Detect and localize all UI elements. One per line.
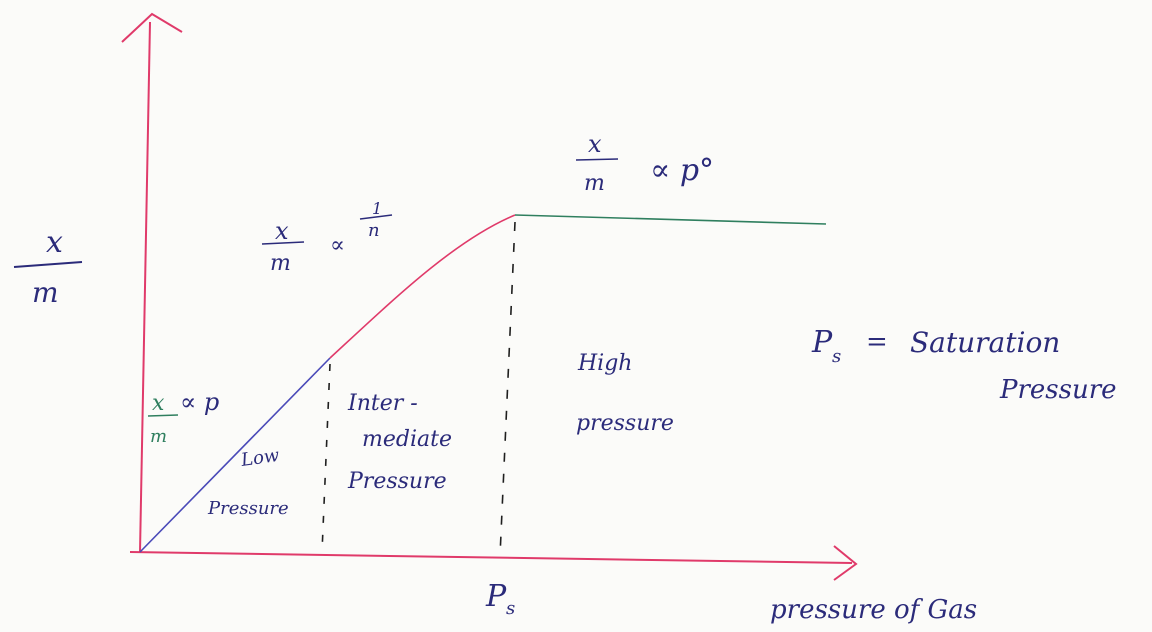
- x-axis-arrow: [833, 545, 858, 581]
- legend-equals: =: [866, 327, 888, 357]
- legend-line2: Pressure: [999, 375, 1117, 405]
- mid-relation-den: m: [270, 251, 291, 276]
- low-relation-bar: [147, 414, 179, 417]
- mid-relation-exp-bar: [359, 214, 393, 220]
- ps-tick-label-sub: s: [506, 598, 515, 619]
- low-pressure-line: [139, 357, 331, 553]
- mid-relation-alpha: ∝: [330, 233, 345, 258]
- region-intermediate-line1: Inter -: [347, 391, 418, 416]
- region-high-line1: High: [577, 351, 632, 376]
- region-low-line1: Low: [239, 445, 281, 471]
- high-relation-num: x: [588, 130, 602, 158]
- high-relation-bar: [575, 158, 619, 161]
- legend-line1: Saturation: [910, 326, 1060, 359]
- region-intermediate-line3: Pressure: [347, 469, 447, 494]
- low-intermediate-divider: [321, 363, 331, 553]
- y-axis-arrow: [121, 12, 183, 43]
- low-relation-den: m: [150, 426, 167, 447]
- y-axis-label-bar: [13, 261, 83, 268]
- mid-relation-num: x: [275, 217, 289, 245]
- high-pressure-line: [514, 214, 827, 225]
- ps-tick-label-base: P: [485, 579, 507, 614]
- mid-relation-exp-num: 1: [372, 199, 382, 218]
- high-relation-den: m: [584, 171, 605, 196]
- legend-symbol-sub: s: [832, 346, 841, 367]
- region-low-line2: Pressure: [207, 498, 289, 519]
- legend-symbol-base: P: [811, 325, 833, 360]
- x-axis: [129, 551, 853, 564]
- region-high-line2: pressure: [576, 411, 674, 436]
- saturation-divider: [499, 221, 516, 557]
- y-axis-label-denominator: m: [32, 276, 59, 309]
- high-relation-rest: ∝ p°: [650, 153, 714, 188]
- intermediate-pressure-curve: [329, 214, 516, 359]
- mid-relation-bar: [261, 241, 305, 245]
- low-relation-rest: ∝ p: [180, 388, 219, 416]
- mid-relation-exp-den: n: [368, 220, 380, 241]
- low-relation-num: x: [152, 391, 165, 416]
- region-intermediate-line2: mediate: [362, 427, 452, 452]
- y-axis: [139, 21, 151, 553]
- y-axis-label-numerator: x: [46, 225, 63, 260]
- x-axis-label: pressure of Gas: [770, 595, 977, 625]
